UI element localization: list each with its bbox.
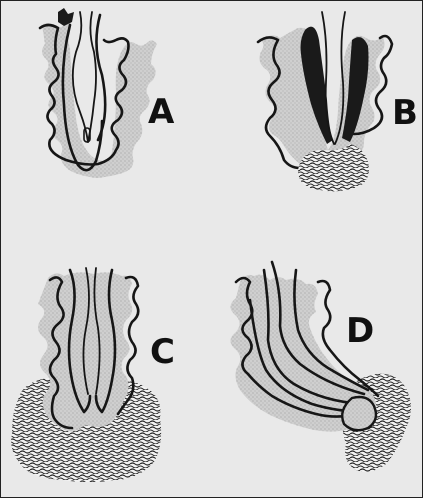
panel-d xyxy=(230,262,411,472)
panel-b-label: B xyxy=(392,93,418,133)
panel-c xyxy=(11,268,161,482)
panel-c-label: C xyxy=(150,332,175,372)
panel-a-label: A xyxy=(148,92,175,132)
panel-d-label: D xyxy=(346,311,374,351)
panel-b xyxy=(258,12,392,191)
panel-a xyxy=(40,8,157,178)
panel-a-tissue xyxy=(42,18,157,178)
panel-a-dark-tip xyxy=(58,8,74,26)
panel-d-bulb xyxy=(342,397,376,430)
panel-a-core-right xyxy=(88,12,96,142)
